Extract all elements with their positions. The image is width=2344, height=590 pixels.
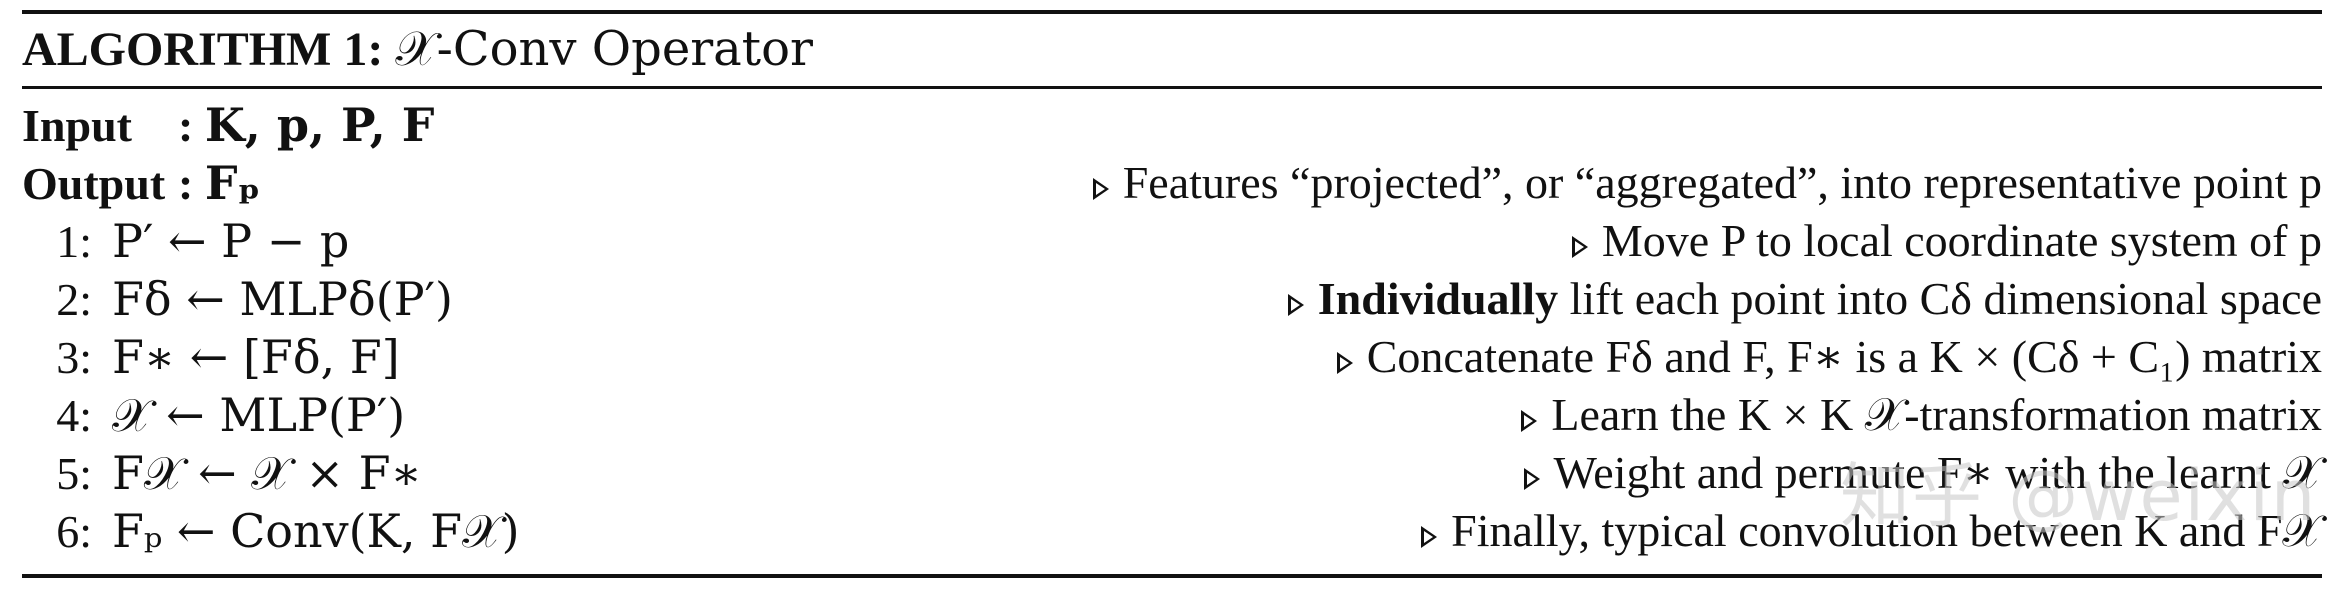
output-sep: : [178,158,194,209]
step-comment-bold: Individually [1317,273,1559,324]
input-value: K, p, P, F [204,98,435,152]
comment-triangle-icon [1571,236,1588,258]
algorithm-name: 𝒳-Conv Operator [395,21,813,77]
algorithm-label: ALGORITHM 1: [22,23,384,76]
output-value: Fₚ [204,156,261,210]
input-sep: : [178,100,194,151]
step-line: 1: P′ ← P − p Move P to local coordinate … [22,212,2322,270]
step-line: 5: F𝒳 ← 𝒳 × F∗ Weight and permute F∗ with… [22,444,2322,502]
top-rule [22,10,2322,14]
input-label: Input [22,100,132,151]
step-line: 3: F∗ ← [Fδ, F] Concatenate Fδ and F, F∗ … [22,328,2322,386]
step-comment: lift each point into Cδ dimensional spac… [1569,273,2322,324]
step-code: F𝒳 ← 𝒳 × F∗ [112,446,422,500]
watermark: 知乎 @weixin [1840,455,2318,537]
step-code: F∗ ← [Fδ, F] [112,330,400,384]
step-comment: Finally, typical convolution between K a… [1451,505,2322,556]
step-code: P′ ← P − p [112,214,350,268]
step-line: 6: Fₚ ← Conv(K, F𝒳) Finally, typical conv… [22,502,2322,560]
step-comment: Concatenate Fδ and F, F∗ is a K × (Cδ + … [1366,331,2322,382]
comment-triangle-icon [1287,294,1304,316]
step-comment: Move P to local coordinate system of p [1601,215,2322,266]
comment-triangle-icon [1523,468,1540,490]
step-number: 6: [56,506,92,557]
step-number: 4: [56,390,92,441]
step-code: Fδ ← MLPδ(P′) [112,272,453,326]
output-line: Output: Fₚ Features “projected”, or “agg… [22,154,2322,212]
step-number: 5: [56,448,92,499]
step-line: 4: 𝒳 ← MLP(P′) Learn the K × K 𝒳-transfor… [22,386,2322,444]
step-line: 2: Fδ ← MLPδ(P′) Individually lift each p… [22,270,2322,328]
step-code: Fₚ ← Conv(K, F𝒳) [112,504,520,558]
comment-triangle-icon [1521,410,1538,432]
input-line: Input: K, p, P, F [22,96,2322,154]
step-code: 𝒳 ← MLP(P′) [112,388,406,442]
output-label: Output [22,158,166,209]
step-number: 1: [56,216,92,267]
algorithm-title: ALGORITHM 1: 𝒳-Conv Operator [22,18,813,80]
comment-triangle-icon [1336,352,1353,374]
step-comment: Weight and permute F∗ with the learnt 𝒳 [1553,447,2322,498]
bottom-rule [22,574,2322,578]
step-number: 3: [56,332,92,383]
comment-triangle-icon [1092,178,1109,200]
step-comment: Learn the K × K 𝒳-transformation matrix [1551,389,2322,440]
step-number: 2: [56,274,92,325]
output-comment: Features “projected”, or “aggregated”, i… [1122,157,2322,208]
header-rule [22,86,2322,89]
comment-triangle-icon [1421,526,1438,548]
